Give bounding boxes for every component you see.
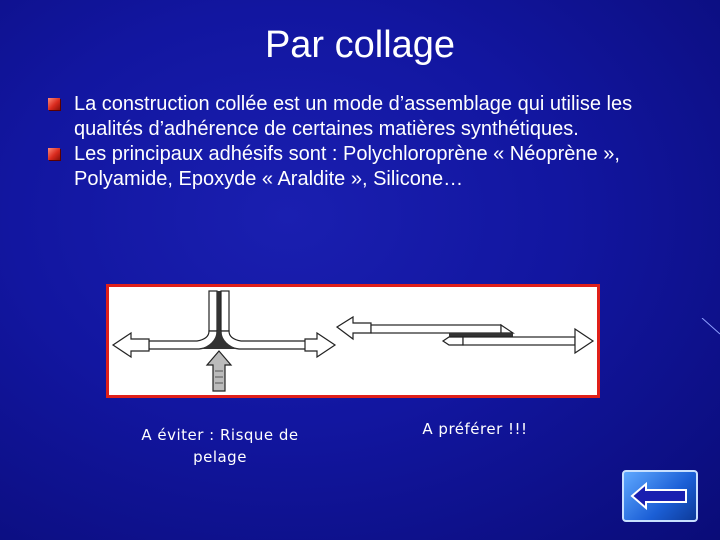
slide-title: Par collage	[264, 24, 456, 66]
bullet-item: La construction collée est un mode d’ass…	[48, 92, 668, 142]
bullet-list: La construction collée est un mode d’ass…	[48, 92, 668, 192]
back-button[interactable]	[622, 470, 698, 522]
caption-avoid: A éviter : Risque de pelage	[141, 426, 299, 466]
bullet-marker-icon	[48, 98, 60, 110]
bullet-text: La construction collée est un mode d’ass…	[74, 93, 633, 140]
lap-joint-illustration	[335, 315, 595, 355]
bullet-marker-icon	[48, 148, 60, 160]
bullet-item: Les principaux adhésifs sont : Polychlor…	[48, 142, 668, 192]
joint-diagram	[106, 284, 600, 398]
joint-diagram-drawing	[111, 290, 595, 392]
bullet-text: Les principaux adhésifs sont : Polychlor…	[74, 143, 620, 190]
peel-joint-illustration	[111, 290, 337, 392]
back-arrow-icon	[630, 481, 687, 511]
decorative-line	[701, 318, 720, 335]
caption-prefer: A préférer !!!	[422, 420, 528, 438]
